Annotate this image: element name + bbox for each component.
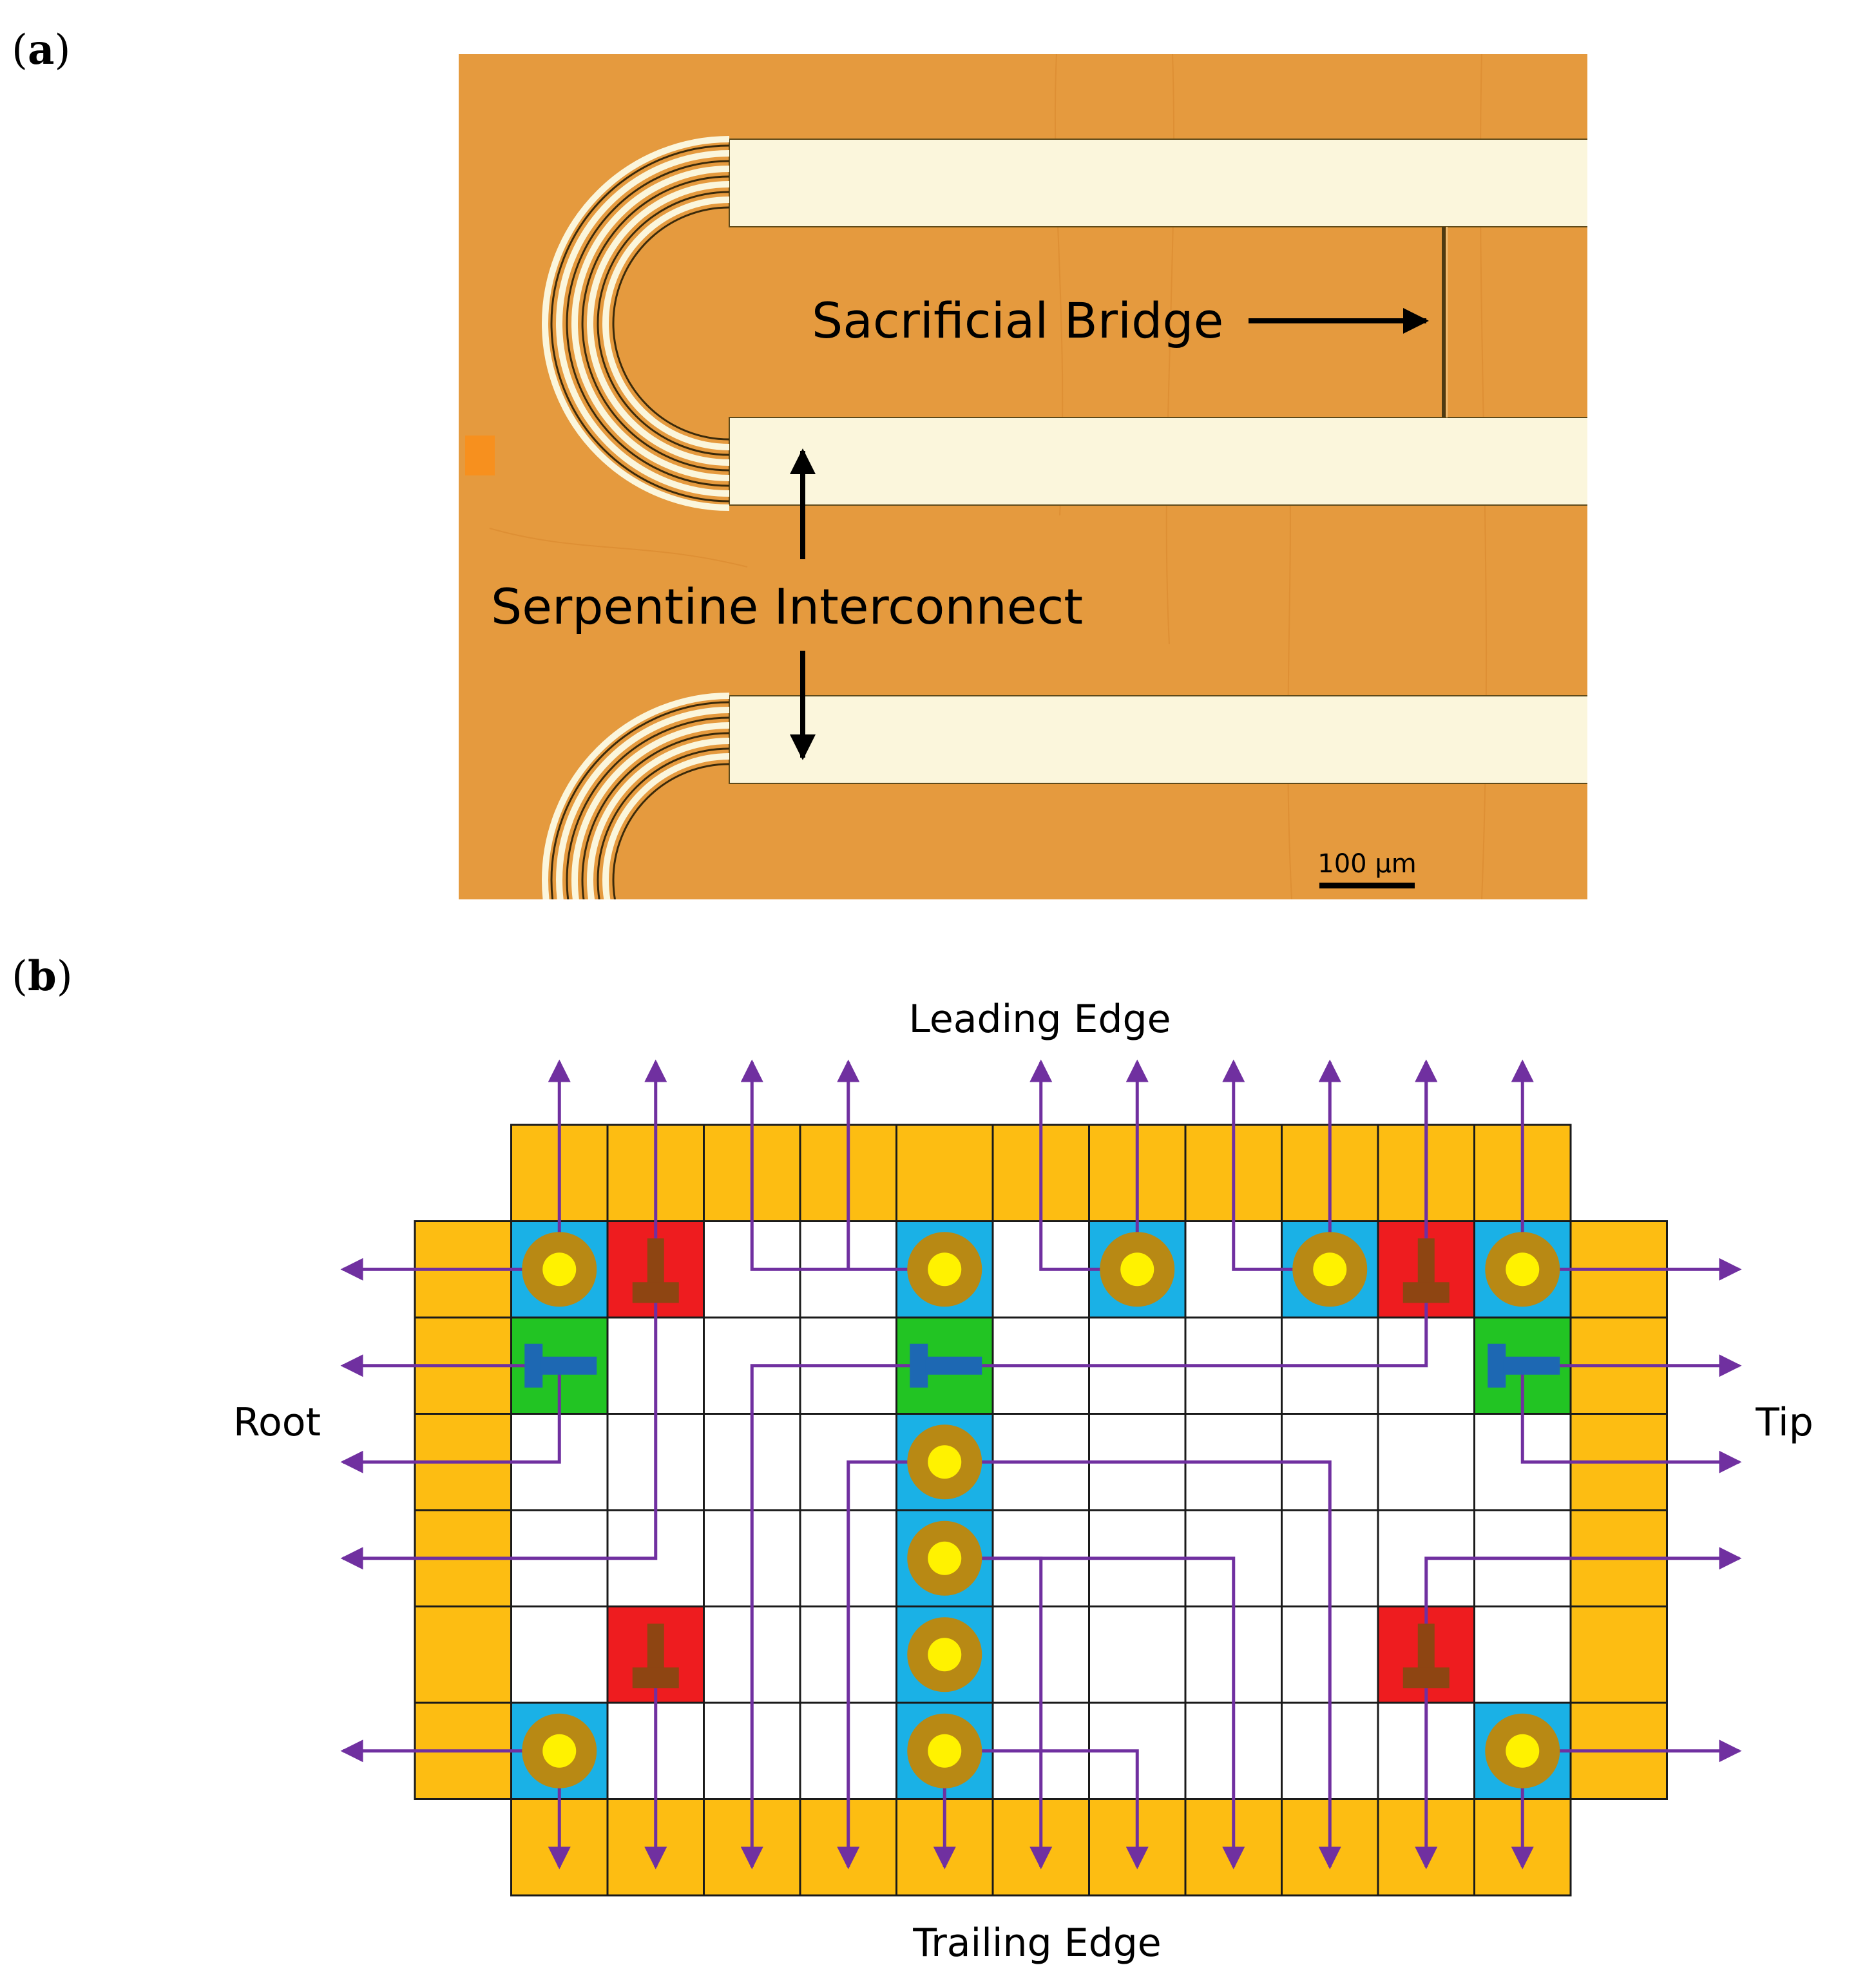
via-core — [1506, 1252, 1540, 1287]
strain-gauge-bar — [632, 1282, 679, 1303]
routing-line — [740, 1059, 945, 1271]
via-core — [928, 1445, 962, 1479]
strain-gauge-bar — [1402, 1667, 1450, 1689]
routing-line — [1424, 1547, 1742, 1655]
trailing-edge-label: Trailing Edge — [912, 1921, 1161, 1966]
panel-b-label: (b) — [12, 952, 73, 1001]
via-core — [542, 1734, 577, 1768]
sensor-bar — [524, 1343, 543, 1388]
routing-line — [944, 1460, 1341, 1870]
trace-top — [729, 139, 1587, 227]
routing-line — [340, 1269, 658, 1570]
sensor-stem — [540, 1356, 597, 1375]
grid-cell — [510, 1605, 609, 1704]
sensor-bar — [1488, 1343, 1506, 1388]
grid-cell — [895, 1124, 994, 1222]
via-core — [928, 1734, 962, 1768]
via-core — [928, 1638, 962, 1672]
grid-cell — [414, 1605, 512, 1704]
routing-line — [740, 1364, 945, 1870]
strain-gauge-bar — [1402, 1282, 1450, 1303]
sensor-stem — [925, 1356, 982, 1375]
alignment-mark — [465, 436, 495, 475]
panel-a-label: (a) — [12, 26, 71, 74]
leading-edge-label: Leading Edge — [909, 997, 1171, 1042]
via-core — [1313, 1252, 1347, 1287]
root-label: Root — [233, 1400, 321, 1445]
serpentine-upper — [542, 136, 730, 511]
micrograph — [459, 54, 1587, 899]
routing-line — [944, 1557, 1245, 1870]
sacrificial-bridge — [1442, 227, 1446, 417]
serpentine-lower — [542, 693, 730, 899]
grid-cell — [1473, 1605, 1572, 1704]
sensor-bar — [910, 1343, 928, 1388]
tip-label: Tip — [1755, 1400, 1814, 1445]
sacrificial-bridge-label: Sacrificial Bridge — [812, 292, 1223, 349]
trace-bottom — [729, 695, 1587, 784]
components — [522, 1232, 1560, 1788]
grid-cell — [1377, 1413, 1475, 1511]
sensor-stem — [1503, 1356, 1560, 1375]
via-core — [1120, 1252, 1154, 1287]
routing-line — [944, 1749, 1149, 1870]
strain-gauge-bar — [632, 1667, 679, 1689]
via-core — [928, 1541, 962, 1575]
scale-bar-label: 100 µm — [1317, 849, 1416, 879]
routing-line — [1520, 1365, 1742, 1473]
routing-lines — [340, 1059, 1742, 1870]
grid-diagram — [340, 1059, 1742, 1897]
routing-line — [340, 1365, 561, 1473]
grid-cell — [1569, 1605, 1668, 1704]
scale-bar — [1319, 883, 1415, 888]
via-core — [1506, 1734, 1540, 1768]
serpentine-interconnect-label: Serpentine Interconnect — [491, 578, 1083, 635]
via-core — [542, 1252, 577, 1287]
via-core — [928, 1252, 962, 1287]
trace-middle — [729, 417, 1587, 506]
grid-cell — [1088, 1605, 1187, 1704]
